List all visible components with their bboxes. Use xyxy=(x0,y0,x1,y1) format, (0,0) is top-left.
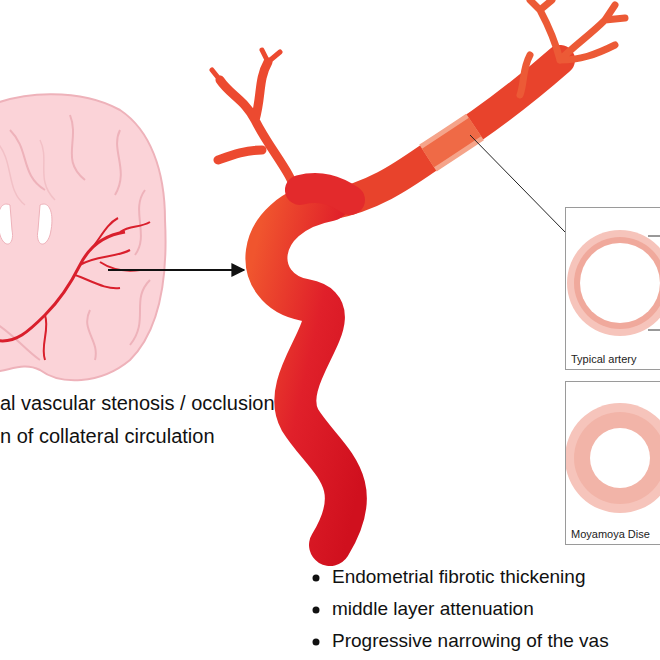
section-box: Typical artery xyxy=(565,207,660,370)
box-caption: Typical artery xyxy=(571,353,636,365)
bullet-dots xyxy=(313,575,320,646)
bullet-text: Endometrial fibrotic thickening xyxy=(332,566,585,588)
brain-illustration xyxy=(0,94,166,380)
cross-sections xyxy=(565,207,660,545)
section-box: Moyamoya Dise xyxy=(565,381,660,545)
leader-line xyxy=(470,135,565,232)
brain-note: n of collateral circulation xyxy=(0,425,215,448)
bullet-text: middle layer attenuation xyxy=(332,598,534,620)
box-caption: Moyamoya Dise xyxy=(571,528,650,540)
brain-note: al vascular stenosis / occlusion xyxy=(0,392,275,415)
vessel-illustration xyxy=(212,0,625,545)
bullet-text: Progressive narrowing of the vas xyxy=(332,630,609,652)
pointer-arrow xyxy=(108,269,244,271)
